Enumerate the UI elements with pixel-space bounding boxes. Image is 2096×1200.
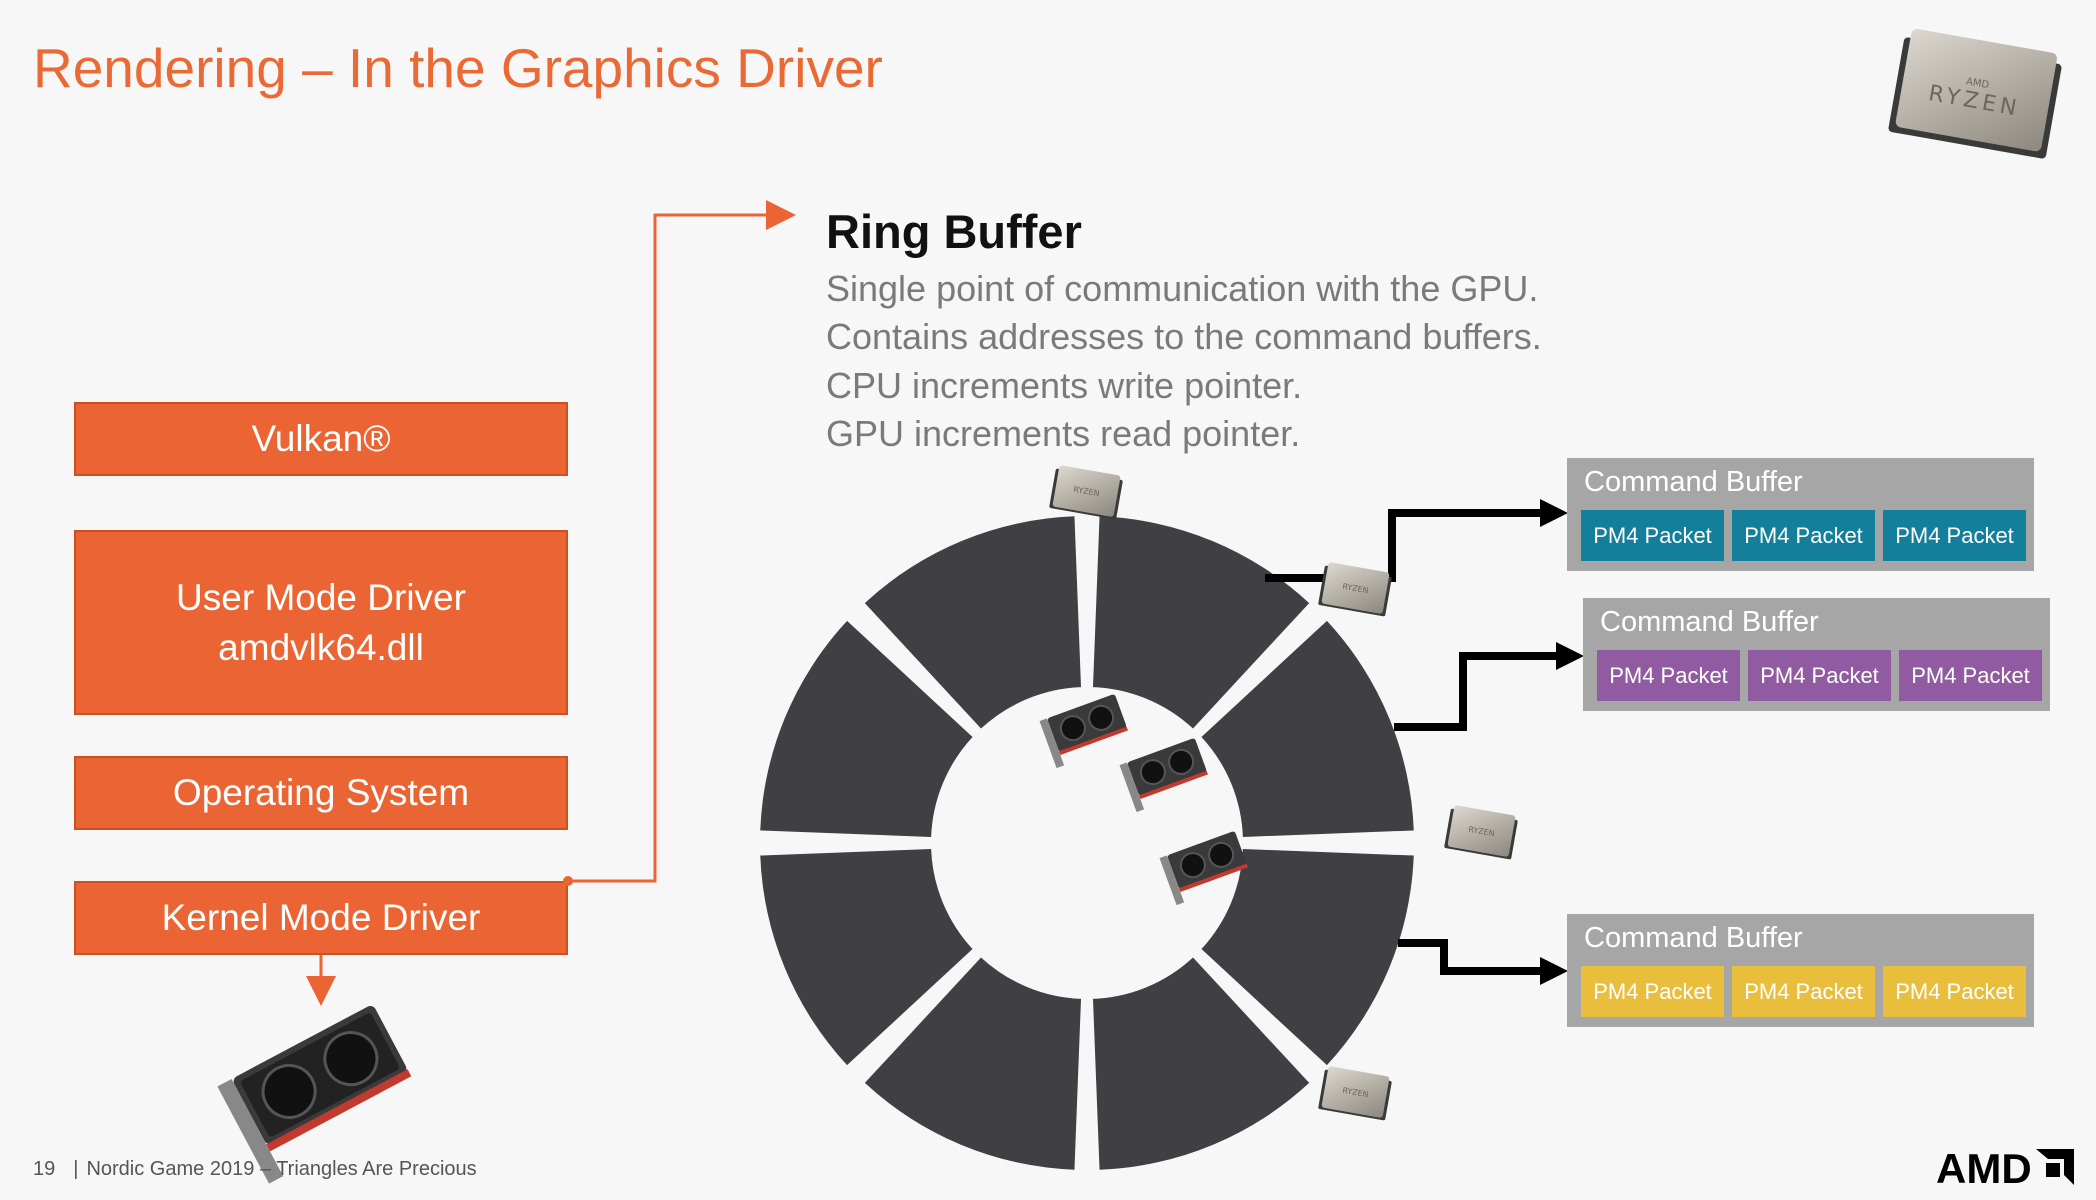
ryzen-cpu-icon: AMD RYZEN bbox=[1888, 28, 2062, 159]
ring-buffer-line-2: Contains addresses to the command buffer… bbox=[826, 316, 1542, 357]
ring-segment bbox=[1092, 516, 1310, 729]
radeon-gpu-card-icon bbox=[1119, 738, 1209, 813]
arrowhead-3 bbox=[1540, 957, 1568, 985]
pm4-packet: PM4 Packet bbox=[1732, 510, 1875, 561]
pm4-packet: PM4 Packet bbox=[1597, 650, 1740, 701]
radeon-gpu-card-icon bbox=[1039, 694, 1129, 769]
ring-buffer-line-3: CPU increments write pointer. bbox=[826, 365, 1303, 406]
ryzen-cpu-icon: RYZEN bbox=[1318, 1066, 1392, 1121]
umd-label: User Mode Driver bbox=[176, 576, 466, 618]
kernel-mode-driver-box: Kernel Mode Driver bbox=[74, 881, 568, 955]
ring-buffer-diagram bbox=[760, 516, 1414, 1170]
kmd-to-ringbuffer-connector bbox=[563, 200, 796, 886]
amd-arrow-icon bbox=[2035, 1149, 2074, 1185]
vulkan-box: Vulkan® bbox=[74, 402, 568, 476]
pm4-packet: PM4 Packet bbox=[1581, 966, 1724, 1017]
arrowhead-2 bbox=[1556, 642, 1584, 670]
footer-text: Nordic Game 2019 – Triangles Are Preciou… bbox=[86, 1158, 477, 1180]
command-buffer-title: Command Buffer bbox=[1584, 466, 1803, 498]
arrowhead-1 bbox=[1540, 499, 1568, 527]
ring-segment bbox=[864, 957, 1082, 1170]
user-mode-driver-box: User Mode Driver amdvlk64.dll bbox=[74, 530, 568, 715]
ring-segment bbox=[1201, 848, 1414, 1066]
ring-segment bbox=[760, 848, 973, 1066]
svg-text:AMD: AMD bbox=[1965, 76, 1990, 91]
operating-system-box: Operating System bbox=[74, 756, 568, 830]
kmd-label: Kernel Mode Driver bbox=[161, 897, 481, 939]
pm4-packet: PM4 Packet bbox=[1883, 966, 2026, 1017]
command-buffer-title: Command Buffer bbox=[1600, 606, 1819, 638]
ring-buffer-line-1: Single point of communication with the G… bbox=[826, 268, 1539, 309]
pm4-packet: PM4 Packet bbox=[1899, 650, 2042, 701]
connector-2 bbox=[1394, 652, 1556, 731]
ring-buffer-line-4: GPU increments read pointer. bbox=[826, 413, 1301, 454]
page-number: 19 bbox=[33, 1158, 56, 1180]
connector-3 bbox=[1398, 939, 1540, 975]
pm4-packet: PM4 Packet bbox=[1748, 650, 1891, 701]
amd-logo: AMD bbox=[1936, 1145, 2074, 1193]
command-buffer-3: Command Buffer PM4 Packet PM4 Packet PM4… bbox=[1567, 914, 2034, 1027]
ryzen-cpu-icon: RYZEN bbox=[1318, 562, 1392, 617]
ring-segment bbox=[760, 620, 973, 838]
ring-segment bbox=[1092, 957, 1310, 1170]
radeon-gpu-card-icon bbox=[217, 1006, 412, 1184]
vulkan-label: Vulkan® bbox=[251, 418, 391, 460]
pm4-packet: PM4 Packet bbox=[1883, 510, 2026, 561]
umd-dll-label: amdvlk64.dll bbox=[218, 626, 424, 668]
slide-title: Rendering – In the Graphics Driver bbox=[33, 37, 883, 99]
command-buffer-title: Command Buffer bbox=[1584, 922, 1803, 954]
connector-1 bbox=[1265, 509, 1540, 582]
command-buffer-1: Command Buffer PM4 Packet PM4 Packet PM4… bbox=[1567, 458, 2034, 571]
ring-segment bbox=[1201, 620, 1414, 838]
ring-segment bbox=[864, 516, 1082, 729]
ryzen-cpu-icon: RYZEN bbox=[1049, 465, 1123, 520]
footer: 19|Nordic Game 2019 – Triangles Are Prec… bbox=[33, 1158, 477, 1180]
ring-buffer-title: Ring Buffer bbox=[826, 205, 1082, 258]
command-buffer-2: Command Buffer PM4 Packet PM4 Packet PM4… bbox=[1583, 598, 2050, 711]
os-label: Operating System bbox=[172, 772, 470, 814]
ryzen-cpu-icon: RYZEN bbox=[1444, 805, 1518, 860]
pm4-packet: PM4 Packet bbox=[1581, 510, 1724, 561]
pm4-packet: PM4 Packet bbox=[1732, 966, 1875, 1017]
radeon-gpu-card-icon bbox=[1159, 831, 1249, 906]
